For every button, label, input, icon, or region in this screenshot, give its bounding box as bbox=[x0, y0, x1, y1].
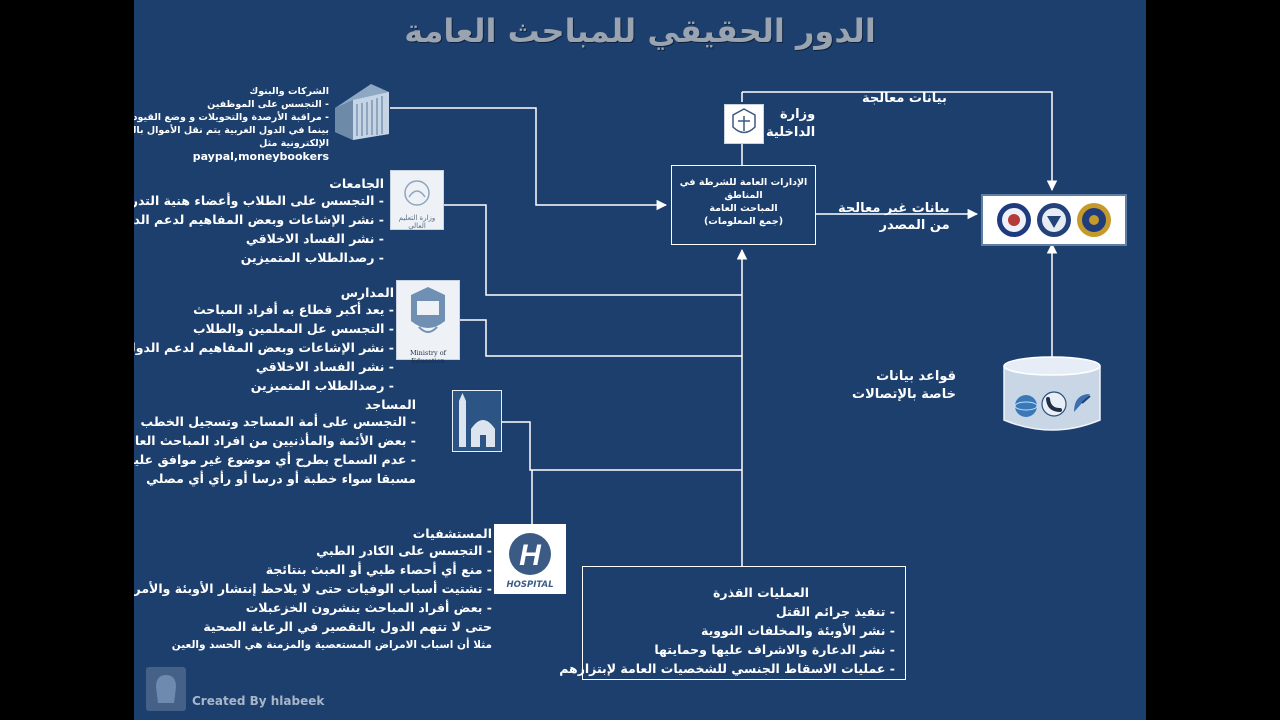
companies-heading: الشركات والبنوك bbox=[249, 86, 330, 97]
list-item: - مراقبة الأرصدة والتحويلات و وضع القيود… bbox=[134, 112, 329, 123]
list-item: بينما في الدول الغربية يتم نقل الأموال ب… bbox=[134, 125, 329, 136]
list-item: - بعض الأئمة والمأذنيين من افراد المباحث… bbox=[134, 433, 416, 448]
list-item: - رصدالطلاب المتميزين bbox=[240, 250, 384, 265]
hospital-letter: H bbox=[519, 539, 542, 572]
list-item: - منع أي أحصاء طبي أو العبث بنتائجة bbox=[265, 562, 492, 577]
list-item: - رصدالطلاب المتميزين bbox=[250, 378, 394, 393]
universities-list: - التجسس على الطلاب وأعضاء هنية التدريس -… bbox=[134, 191, 384, 267]
central-node-text: الإدارات العامة للشرطة في المناطق المباحث … bbox=[672, 166, 815, 228]
schools-caption: Ministry of Education bbox=[409, 349, 447, 365]
list-item: - نشر الأوبئة والمخلفات النووية bbox=[701, 623, 895, 638]
central-line: المباحث العامة bbox=[709, 203, 778, 214]
globe-icon bbox=[1014, 395, 1038, 417]
list-item: - التجسس على الكادر الطبي bbox=[316, 543, 492, 558]
schools-block: المدارس - يعد أكبر قطاع به أفراد المباحث… bbox=[134, 285, 394, 395]
list-item: - التجسس على أمة المساجد وتسجيل الخطب bbox=[140, 414, 416, 429]
list-item: - نشر الدعارة والاشراف عليها وحمايتها bbox=[654, 642, 895, 657]
mosques-block: المساجد - التجسس على أمة المساجد وتسجيل … bbox=[134, 397, 416, 488]
university-emblem-icon: وزارة التعليم العالي bbox=[390, 170, 444, 230]
list-item: - نشر الفساد الاخلاقي bbox=[245, 231, 384, 246]
ministry-label: وزارة الداخلية bbox=[766, 107, 816, 140]
list-item: - تشتيت أسباب الوفيات حتى لا يلاحظ إنتشا… bbox=[134, 581, 492, 596]
list-item: - التجسس على الموظفين bbox=[207, 99, 329, 110]
companies-block: الشركات والبنوك - التجسس على الموظفين - م… bbox=[134, 85, 329, 163]
list-item: الإلكترونية مثل bbox=[259, 138, 329, 149]
dirty-ops-content: العمليات القذرة - تنفيذ جرائم القتل - نشر… bbox=[559, 567, 905, 678]
mosque-icon bbox=[452, 390, 502, 452]
central-line: (جمع المعلومات) bbox=[703, 216, 784, 227]
list-item: - التجسس على الطلاب وأعضاء هنية التدريس bbox=[134, 193, 384, 208]
universities-heading: الجامعات bbox=[329, 176, 384, 191]
list-item: - عمليات الاسقاط الجنسي للشخصيات العامة … bbox=[559, 661, 895, 676]
author-logo-icon bbox=[146, 667, 186, 711]
dirty-ops-list: - تنفيذ جرائم القتل - نشر الأوبئة والمخلف… bbox=[559, 602, 895, 678]
companies-list: - التجسس على الموظفين - مراقبة الأرصدة وا… bbox=[134, 98, 329, 150]
line-universities bbox=[434, 204, 742, 296]
line-mosques bbox=[502, 421, 742, 471]
processed-data-label: بيانات معالجة bbox=[862, 91, 947, 106]
hospitals-list: - التجسس على الكادر الطبي - منع أي أحصاء … bbox=[134, 541, 492, 636]
central-police-intel-node: الإدارات العامة للشرطة في المناطق المباحث … bbox=[671, 165, 816, 245]
page-title: الدور الحقيقي للمباحث العامة bbox=[404, 12, 876, 50]
list-item: حتى لا تتهم الدول بالتقصير في الرعاية ال… bbox=[203, 619, 492, 634]
dirty-ops-heading: العمليات القذرة bbox=[713, 585, 809, 600]
hospitals-block: المستشفيات - التجسس على الكادر الطبي - من… bbox=[134, 526, 492, 655]
central-line: المناطق bbox=[724, 190, 763, 201]
line-schools bbox=[460, 319, 742, 357]
university-caption: وزارة التعليم العالي bbox=[398, 214, 436, 230]
office-building-icon bbox=[331, 78, 393, 140]
universities-block: الجامعات - التجسس على الطلاب وأعضاء هنية… bbox=[134, 176, 384, 267]
central-line: الإدارات العامة للشرطة في bbox=[679, 177, 808, 188]
list-item: - عدم السماح بطرح أي موضوع غير موافق علي… bbox=[134, 452, 416, 467]
list-item: - بعض أفراد المباحث ينشرون الخزعبلات bbox=[245, 600, 492, 615]
mosques-heading: المساجد bbox=[364, 397, 416, 412]
list-item: - التجسس عل المعلمين والطلاب bbox=[193, 321, 394, 336]
connector-lines bbox=[390, 91, 1146, 566]
author-credit: Created By hlabeek bbox=[192, 694, 325, 708]
list-item: - تنفيذ جرائم القتل bbox=[775, 604, 895, 619]
line-companies bbox=[390, 107, 668, 211]
dirty-operations-box: العمليات القذرة - تنفيذ جرائم القتل - نشر… bbox=[559, 566, 906, 680]
hospital-icon: H HOSPITAL bbox=[494, 524, 566, 594]
companies-examples: paypal,moneybookers bbox=[192, 150, 329, 163]
list-item: - يعد أكبر قطاع به أفراد المباحث bbox=[193, 302, 394, 317]
list-item: مسبقا سواء خطبة أو درسا أو رأي أي مصلي bbox=[146, 471, 416, 486]
schools-list: - يعد أكبر قطاع به أفراد المباحث - التجسس… bbox=[134, 300, 394, 395]
ministry-emblem-icon bbox=[724, 104, 764, 144]
list-item: - نشر الإشاعات وبعض المفاهيم لدعم الدولة bbox=[134, 340, 394, 355]
hospitals-note: مثلا أن اسباب الامراض المستعصية والمزمنة… bbox=[171, 639, 492, 651]
phone-icon bbox=[1041, 391, 1067, 417]
list-item: - نشر الإشاعات وبعض المفاهيم لدعم الدولة bbox=[134, 212, 384, 227]
cia-seal-icon bbox=[997, 203, 1031, 237]
fbi-seal-icon bbox=[1077, 203, 1111, 237]
hospitals-heading: المستشفيات bbox=[412, 526, 492, 541]
list-item: - نشر الفساد الاخلاقي bbox=[255, 359, 394, 374]
satellite-dish-icon bbox=[1074, 394, 1091, 412]
hospital-caption: HOSPITAL bbox=[506, 580, 554, 590]
ministry-education-emblem-icon: Ministry of Education bbox=[396, 280, 460, 365]
slide: الدور الحقيقي للمباحث العامة الشركات وال… bbox=[134, 0, 1146, 720]
raw-data-label: بيانات غير معالجة من المصدر bbox=[838, 201, 950, 233]
nsa-seal-icon bbox=[1037, 203, 1071, 237]
schools-heading: المدارس bbox=[340, 285, 394, 300]
telecom-database-icon bbox=[1002, 356, 1102, 432]
line-processed bbox=[741, 91, 1052, 190]
telecom-label: قواعد بيانات خاصة بالإتصالات bbox=[852, 369, 956, 402]
agencies-box bbox=[981, 194, 1127, 246]
mosques-list: - التجسس على أمة المساجد وتسجيل الخطب - ب… bbox=[134, 412, 416, 488]
